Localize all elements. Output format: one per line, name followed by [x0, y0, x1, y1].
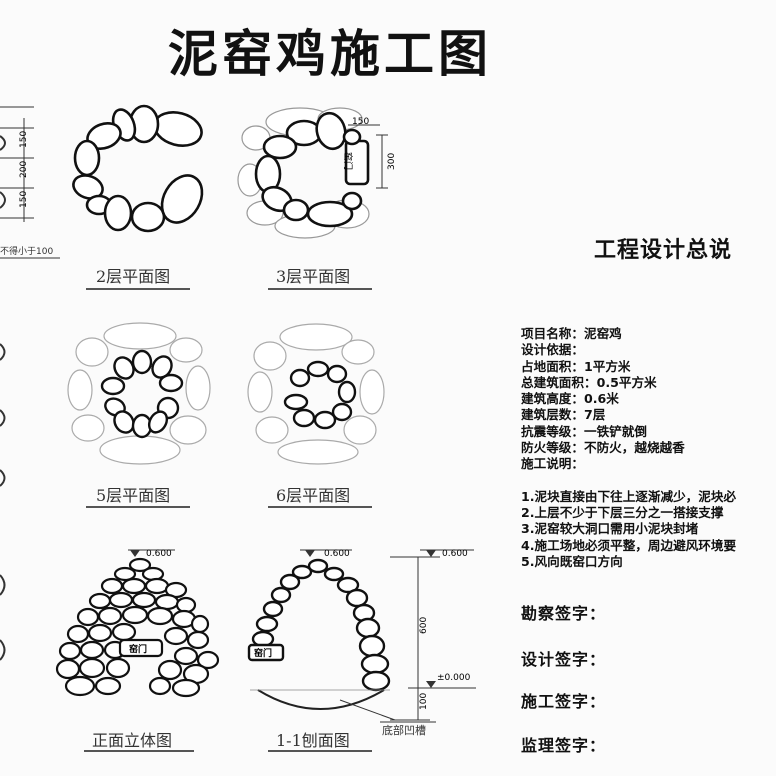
- info-item: 项目名称：泥窑鸡: [521, 326, 622, 341]
- page-title: 泥窑鸡施工图: [168, 25, 492, 83]
- info-item: 抗震等级：一铁铲就倒: [521, 423, 647, 439]
- section-dim-depth: 100: [419, 693, 429, 710]
- caption-front-underline: [84, 750, 194, 752]
- construction-notes: 1.泥块直接由下往上逐渐减少，泥块必 2.上层不少于下层三分之一搭接支撑 3.泥…: [521, 489, 736, 570]
- caption-floor2-underline: [86, 288, 190, 290]
- note-item: 3.泥窑较大洞口需用小泥块封堵: [521, 521, 699, 537]
- caption-floor2: 2层平面图: [96, 267, 171, 286]
- caption-floor5: 5层平面图: [96, 486, 171, 505]
- caption-floor3-underline: [268, 288, 372, 290]
- floor3-dim-w: 150: [352, 117, 369, 127]
- caption-floor5-underline: [86, 506, 190, 508]
- section-groove-label: 底部凹槽: [382, 723, 426, 737]
- caption-section-underline: [268, 750, 372, 752]
- info-item: 建筑高度：0.6米: [521, 391, 619, 407]
- floor3-dim-h: 300: [387, 153, 397, 170]
- section-dim-zero: ±0.000: [437, 673, 471, 683]
- note-item: 1.泥块直接由下往上逐渐减少，泥块必: [521, 489, 737, 504]
- signature-construction: 施工签字：: [521, 692, 607, 711]
- front-door-label: 窑门: [129, 643, 147, 655]
- caption-floor6: 6层平面图: [276, 486, 351, 505]
- floor3-plan: 150 300 窑门: [237, 107, 397, 239]
- section-elev-top: 0.600: [324, 549, 350, 559]
- section-view: 0.600 窑门: [247, 549, 476, 737]
- left-dimension-strip: [0, 106, 60, 661]
- front-elev-top: 0.600: [146, 549, 172, 559]
- section-dim-height: 600: [419, 617, 429, 634]
- left-dim-150a: 150: [19, 131, 29, 148]
- project-info: 项目名称：泥窑鸡 设计依据： 占地面积：1平方米 总建筑面积：0.5平方米 建筑…: [521, 326, 685, 473]
- summary-title: 工程设计总说: [594, 238, 733, 263]
- floor3-door-label: 窑门: [342, 152, 354, 170]
- info-item: 施工说明：: [521, 456, 584, 472]
- front-elevation: 0.600: [55, 549, 220, 698]
- note-item: 5.风向既窑口方向: [521, 553, 623, 569]
- caption-front: 正面立体图: [92, 731, 173, 750]
- left-note: 不得小于100: [0, 245, 53, 257]
- signature-supervision: 监理签字：: [521, 736, 607, 755]
- info-item: 防火等级：不防火，越烧越香: [521, 440, 685, 456]
- left-dim-200: 200: [19, 161, 29, 178]
- signature-survey: 勘察签字：: [521, 604, 607, 623]
- floor6-plan: [247, 323, 385, 465]
- caption-section: 1-1刨面图: [276, 731, 350, 750]
- info-item: 设计依据：: [521, 342, 584, 358]
- section-dim-top: 0.600: [442, 549, 468, 559]
- note-item: 2.上层不少于下层三分之一搭接支撑: [521, 505, 724, 521]
- info-item: 占地面积：1平方米: [521, 358, 631, 374]
- note-item: 4.施工场地必须平整，周边避风环境要: [521, 537, 737, 553]
- left-dim-150b: 150: [19, 191, 29, 208]
- info-item: 建筑层数：7层: [521, 407, 606, 423]
- floor5-plan: [67, 322, 211, 465]
- signature-design: 设计签字：: [521, 650, 607, 669]
- caption-floor3: 3层平面图: [276, 267, 351, 286]
- info-item: 总建筑面积：0.5平方米: [521, 374, 657, 390]
- caption-floor6-underline: [268, 506, 372, 508]
- section-door-label: 窑门: [254, 647, 272, 659]
- floor2-plan: [72, 104, 204, 233]
